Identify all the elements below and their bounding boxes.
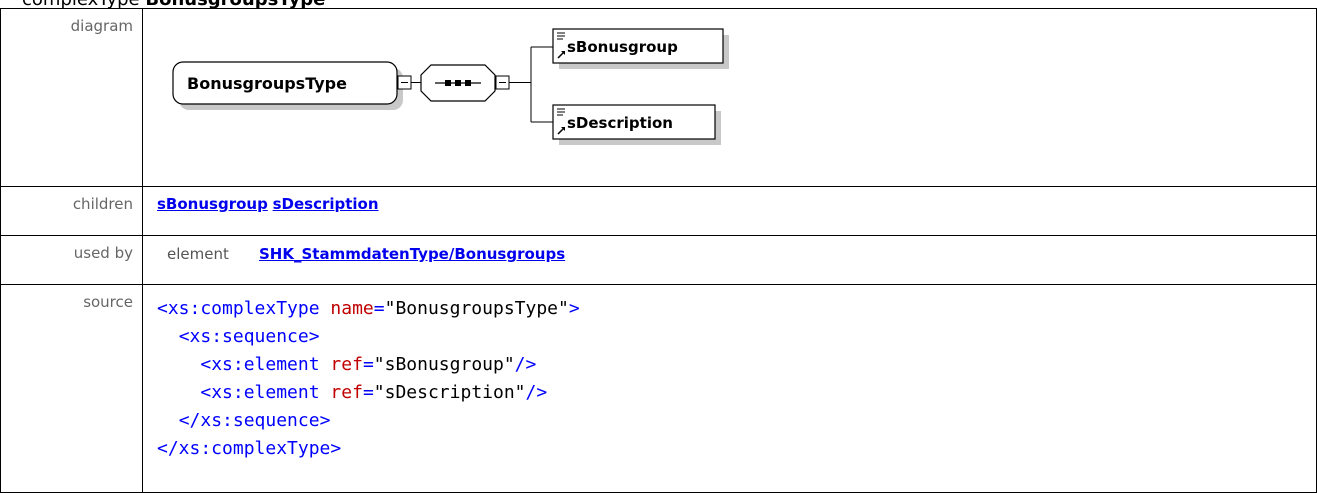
reference-arrow-icon (557, 51, 565, 59)
element-box-sdescription[interactable]: sDescription (552, 104, 721, 145)
src-eq: = (373, 298, 385, 319)
diagram-row: diagram BonusgroupsType (0, 8, 1317, 187)
type-box[interactable]: BonusgroupsType (172, 61, 403, 110)
reference-arrow-icon (557, 127, 565, 135)
children-label-cell: children (0, 186, 143, 236)
usedby-kind: element (167, 245, 229, 263)
doc-table: diagram BonusgroupsType (0, 8, 1317, 493)
src-tag: <xs:element (200, 354, 320, 375)
src-value: "sBonusgroup" (373, 354, 515, 375)
src-tag: </xs:sequence> (178, 410, 331, 431)
sequence-expander-icon[interactable] (495, 75, 510, 90)
source-line-5: </xs:sequence> (157, 407, 1316, 435)
usedby-label-cell: used by (0, 235, 143, 285)
src-attr: ref (330, 354, 363, 375)
src-attr: name (330, 298, 374, 319)
element-label-sbonusgroup: sBonusgroup (567, 38, 678, 56)
usedby-row: used by element SHK_StammdatenType/Bonusg… (0, 235, 1317, 285)
usedby-link[interactable]: SHK_StammdatenType/Bonusgroups (259, 245, 566, 263)
sequence-compositor-icon[interactable] (420, 64, 496, 102)
src-eq: = (362, 382, 374, 403)
child-link-sbonusgroup[interactable]: sBonusgroup (157, 195, 268, 213)
schema-diagram: BonusgroupsType (172, 28, 729, 145)
src-tag: </xs:complexType> (157, 438, 342, 459)
type-expander-icon[interactable] (397, 75, 412, 90)
source-line-4: <xs:element ref="sDescription"/> (157, 379, 1316, 407)
diagram-label: diagram (70, 17, 133, 35)
heading-name: BonusgroupsType (145, 0, 325, 10)
source-code: <xs:complexType name="BonusgroupsType"> … (142, 284, 1317, 493)
page-heading: complexType BonusgroupsType (22, 0, 325, 12)
heading-kind: complexType (22, 0, 140, 10)
src-gt: > (568, 298, 580, 319)
usedby-cell: element SHK_StammdatenType/Bonusgroups (142, 235, 1317, 285)
diagram-cell: BonusgroupsType (142, 8, 1317, 187)
element-box-sbonusgroup[interactable]: sBonusgroup (552, 28, 729, 69)
type-box-label: BonusgroupsType (187, 74, 347, 93)
source-line-6: </xs:complexType> (157, 435, 1316, 463)
usedby-label: used by (73, 244, 133, 262)
src-value: "BonusgroupsType" (384, 298, 569, 319)
children-label: children (72, 195, 133, 213)
src-eq: = (362, 354, 374, 375)
child-link-sdescription[interactable]: sDescription (272, 195, 379, 213)
src-close: /> (525, 382, 548, 403)
src-tag: <xs:sequence> (178, 326, 320, 347)
element-label-sdescription: sDescription (567, 114, 673, 132)
element-type-icon (557, 32, 565, 40)
source-label: source (83, 293, 133, 311)
element-type-icon (557, 108, 565, 116)
src-tag: <xs:complexType (157, 298, 320, 319)
diagram-label-cell: diagram (0, 8, 143, 187)
source-line-3: <xs:element ref="sBonusgroup"/> (157, 351, 1316, 379)
src-tag: <xs:element (200, 382, 320, 403)
children-row: children sBonusgroup sDescription (0, 186, 1317, 236)
source-line-2: <xs:sequence> (157, 323, 1316, 351)
src-close: /> (514, 354, 537, 375)
source-row: source <xs:complexType name="Bonusgroups… (0, 284, 1317, 493)
source-label-cell: source (0, 284, 143, 493)
source-line-1: <xs:complexType name="BonusgroupsType"> (157, 295, 1316, 323)
children-cell: sBonusgroup sDescription (142, 186, 1317, 236)
src-value: "sDescription" (373, 382, 526, 403)
src-attr: ref (330, 382, 363, 403)
